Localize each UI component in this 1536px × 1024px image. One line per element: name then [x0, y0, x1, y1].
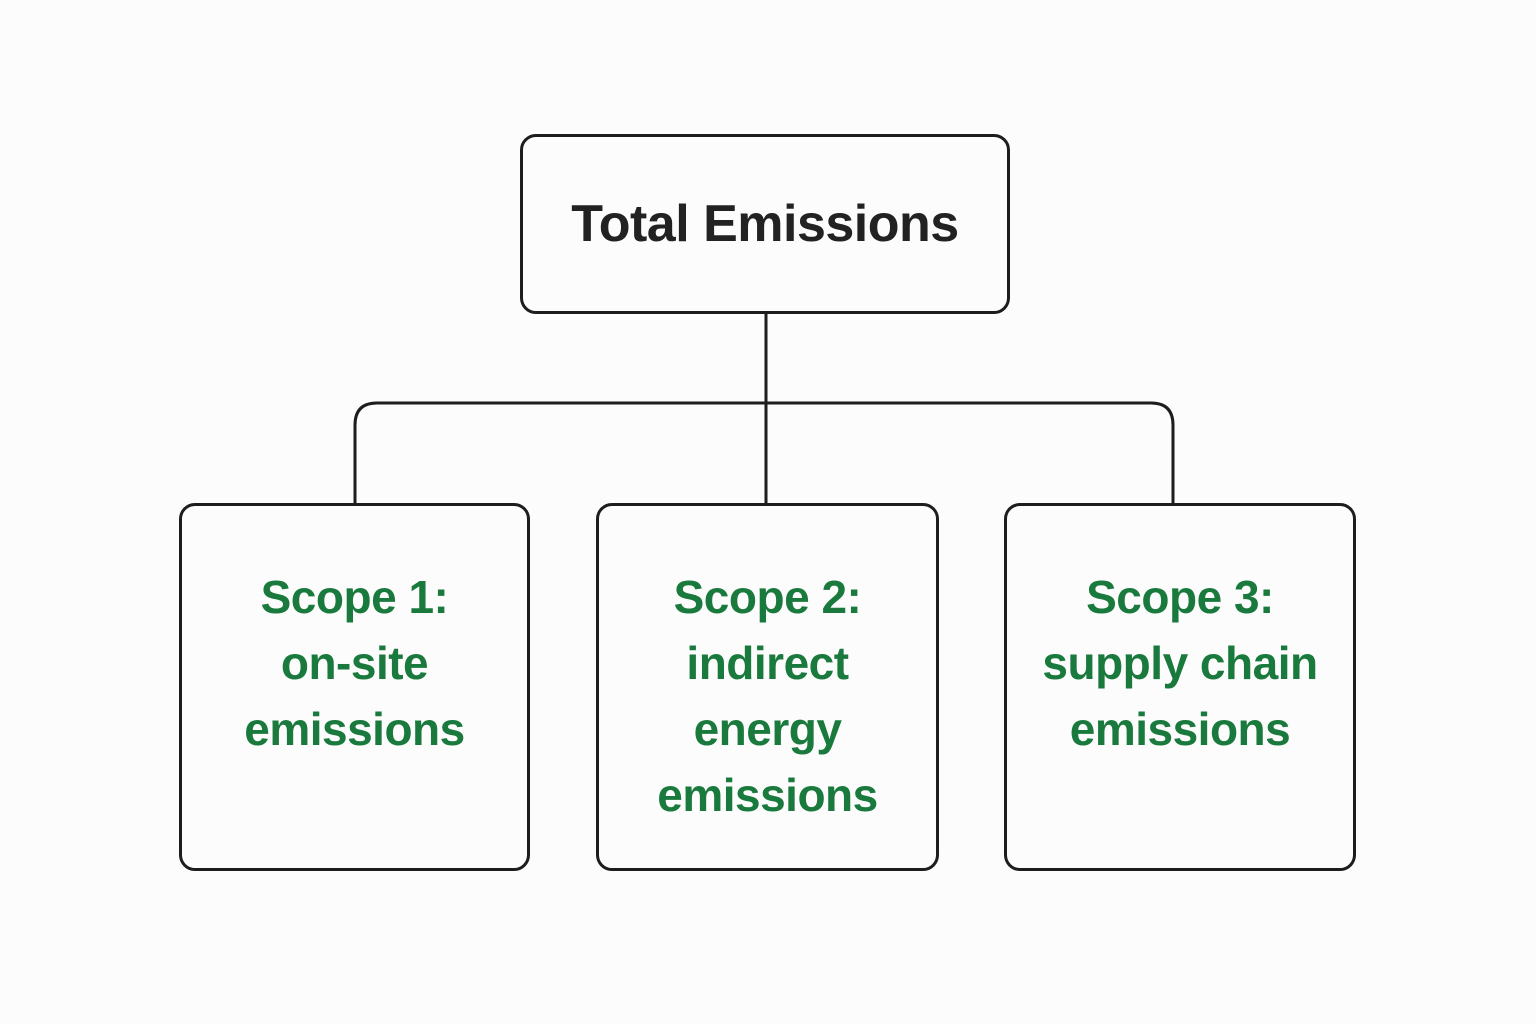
child-node-scope-3: Scope 3: supply chain emissions	[1004, 503, 1356, 871]
connector-branch-bar	[353, 401, 1175, 503]
root-node-label: Total Emissions	[571, 195, 959, 253]
child-label-line: indirect	[686, 637, 849, 689]
child-node-label: Scope 1: on-site emissions	[192, 564, 517, 762]
child-label-line: Scope 1:	[260, 571, 449, 623]
child-label-line: energy	[693, 703, 842, 755]
child-node-scope-2: Scope 2: indirect energy emissions	[596, 503, 939, 871]
child-label-line: emissions	[244, 703, 465, 755]
child-node-label: Scope 2: indirect energy emissions	[609, 564, 926, 828]
child-label-line: Scope 3:	[1086, 571, 1274, 623]
root-node-total-emissions: Total Emissions	[520, 134, 1010, 314]
child-label-line: emissions	[657, 769, 878, 821]
child-label-line: emissions	[1069, 703, 1291, 755]
child-node-label: Scope 3: supply chain emissions	[1017, 564, 1343, 762]
child-node-scope-1: Scope 1: on-site emissions	[179, 503, 530, 871]
child-label-line: supply chain	[1042, 637, 1318, 689]
child-label-line: on-site	[280, 637, 429, 689]
child-label-line: Scope 2:	[673, 571, 862, 623]
